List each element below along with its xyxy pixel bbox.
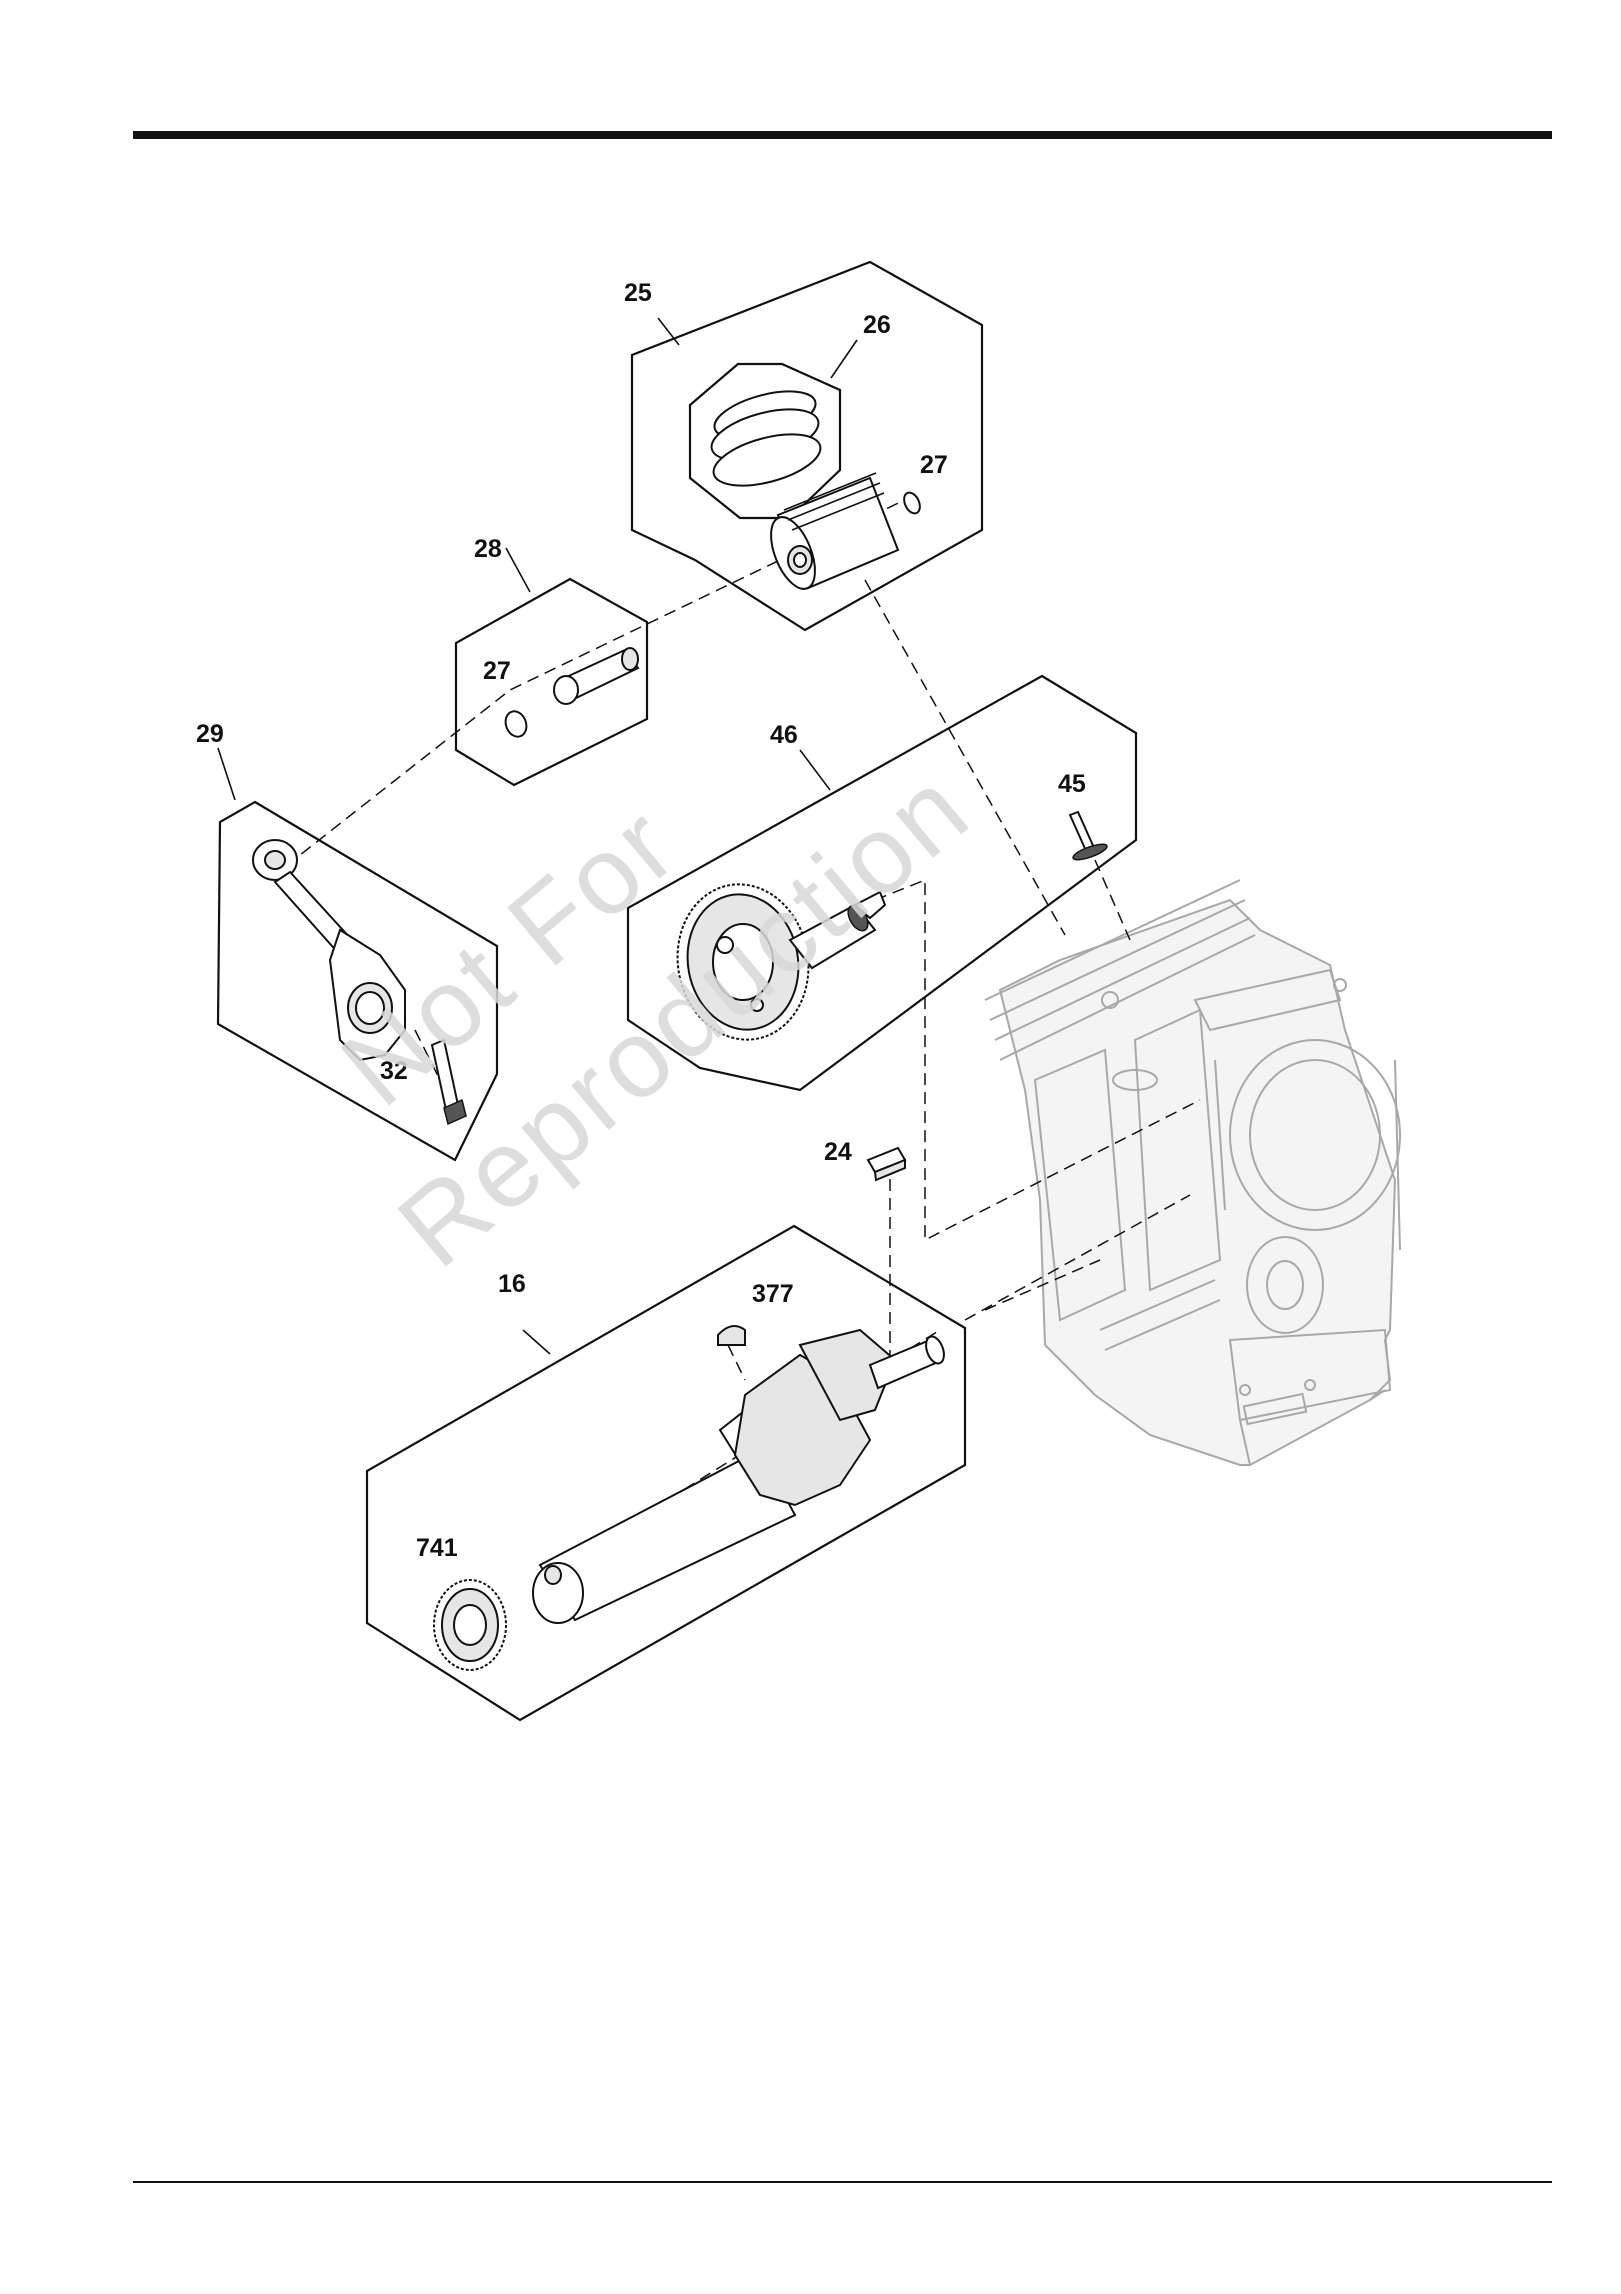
piston <box>762 473 898 595</box>
footer-rule <box>133 2181 1552 2183</box>
callout-28: 28 <box>474 535 502 563</box>
crankshaft <box>533 1330 947 1623</box>
piston-ring-set <box>706 382 826 495</box>
wrist-pin <box>554 648 638 704</box>
callout-16: 16 <box>498 1270 526 1298</box>
callout-741: 741 <box>416 1534 458 1562</box>
callout-29: 29 <box>196 720 224 748</box>
header-rule <box>133 131 1552 139</box>
flywheel-key <box>868 1148 905 1180</box>
callout-26: 26 <box>863 311 891 339</box>
callout-46: 46 <box>770 721 798 749</box>
callout-24: 24 <box>824 1138 852 1166</box>
valve-lifter <box>1070 812 1109 863</box>
circlip-upper <box>901 490 923 516</box>
callout-25: 25 <box>624 279 652 307</box>
circlip-lower <box>502 708 530 739</box>
woodruff-key <box>718 1326 745 1345</box>
crank-timing-gear <box>434 1580 506 1670</box>
callout-377: 377 <box>752 1280 794 1308</box>
callout-27-lower: 27 <box>483 657 511 685</box>
callout-45: 45 <box>1058 770 1086 798</box>
callout-27-upper: 27 <box>920 451 948 479</box>
crankcase-ghost <box>985 880 1400 1465</box>
